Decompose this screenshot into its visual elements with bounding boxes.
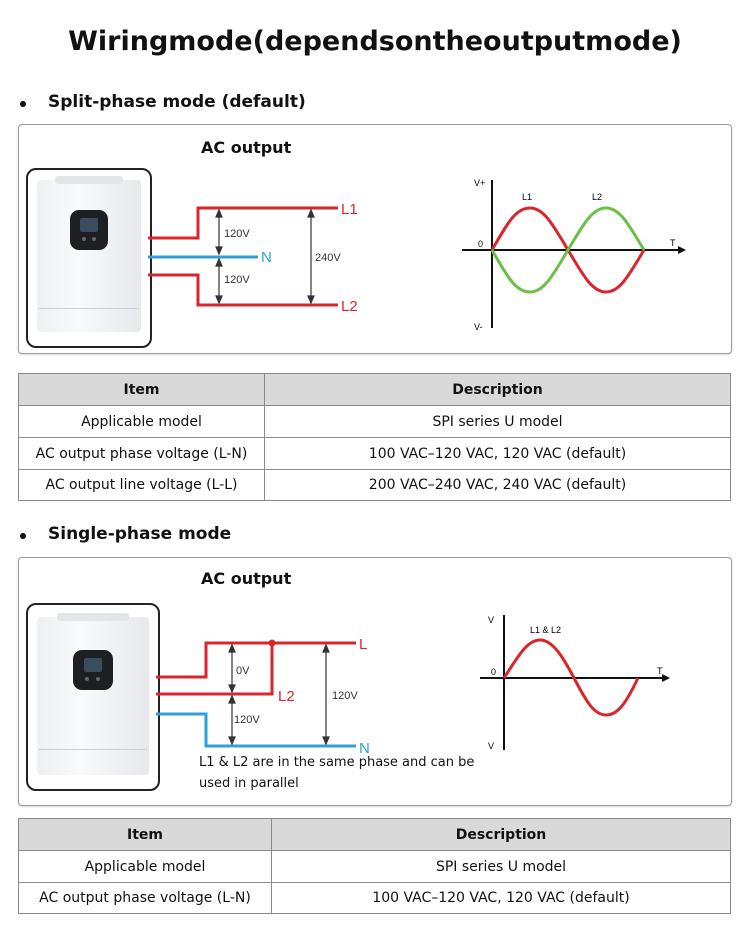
inverter-device-frame [26,603,160,791]
axis-label-v-minus: V- [474,322,483,332]
voltage-label-l-l2: 0V [236,665,250,677]
table-cell: AC output phase voltage (L-N) [18,882,272,914]
inverter-device-frame [26,168,152,348]
l-wire [156,641,356,679]
wave-label-l1: L1 [522,192,532,202]
ac-output-label: AC output [201,138,292,157]
l1-wire [148,206,338,240]
axis-label-t: T [670,238,676,248]
axis-label-v-plus: V+ [474,178,485,188]
single-phase-spec-table: Item Description Applicable model SPI se… [18,818,731,914]
wave-l2 [490,206,646,294]
parallel-note: L1 & L2 are in the same phase and can be… [199,755,475,791]
table-cell: 100 VAC–120 VAC, 120 VAC (default) [271,882,731,914]
table-header-description: Description [271,818,731,851]
single-phase-wiring-diagram: 0V 120V 120V L L2 N [156,636,370,755]
voltage-label-upper: 120V [224,228,250,240]
table-cell: SPI series U model [264,405,731,438]
section-heading-single-phase: Single-phase mode [20,524,420,546]
table-cell: 100 VAC–120 VAC, 120 VAC (default) [264,437,731,470]
line-label-l: L [359,636,367,653]
voltage-label-l2-n: 120V [234,714,260,726]
bullet-icon [20,533,26,539]
single-phase-waveform: V V 0 T L1 & L2 [480,615,670,751]
line-label-n: N [261,249,272,266]
voltage-label-lower: 120V [224,274,250,286]
wave-label-l1-l2: L1 & L2 [530,625,561,635]
ac-output-label: AC output [201,569,292,588]
junction-dot [268,639,276,647]
inverter-unit-image [37,176,141,332]
axis-label-v-plus: V [488,615,494,625]
table-cell: Applicable model [18,850,272,883]
table-row: AC output phase voltage (L-N) 100 VAC–12… [18,437,731,470]
page-title: Wiringmode(dependsontheoutputmode) [68,26,682,57]
bullet-icon [20,101,26,107]
table-cell: AC output phase voltage (L-N) [18,437,265,470]
axis-origin-label: 0 [478,239,483,249]
line-label-l2: L2 [278,688,295,705]
split-phase-wiring-diagram: 120V 120V 240V L1 N L2 [148,201,358,315]
table-row: Applicable model SPI series U model [18,405,731,438]
line-label-l1: L1 [341,201,358,218]
wave-l1-l2 [502,638,640,717]
table-cell: AC output line voltage (L-L) [18,469,265,501]
axis-origin-label: 0 [491,667,496,677]
split-phase-spec-table: Item Description Applicable model SPI se… [18,373,731,501]
axis-label-t: T [657,666,663,676]
table-row: AC output line voltage (L-L) 200 VAC–240… [18,469,731,501]
table-row: AC output phase voltage (L-N) 100 VAC–12… [18,882,731,914]
table-header-row: Item Description [18,818,731,851]
split-phase-waveform: V+ V- 0 T L1 L2 [462,178,686,332]
table-cell: 200 VAC–240 VAC, 240 VAC (default) [264,469,731,501]
voltage-label-l-n: 120V [332,690,358,702]
wave-label-l2: L2 [592,192,602,202]
l2-wire [148,273,338,307]
voltage-label-total: 240V [315,252,341,264]
inverter-display-icon [73,650,113,690]
line-label-l2: L2 [341,298,358,315]
section-heading-split-phase: Split-phase mode (default) [20,92,420,114]
table-cell: Applicable model [18,405,265,438]
line-label-n: N [359,740,370,755]
table-header-description: Description [264,373,731,406]
inverter-display-icon [70,210,108,250]
n-wire [156,712,356,748]
table-row: Applicable model SPI series U model [18,850,731,883]
axis-label-v-minus: V [488,741,494,751]
table-header-row: Item Description [18,373,731,406]
table-header-item: Item [18,818,272,851]
inverter-unit-image [37,613,149,775]
table-header-item: Item [18,373,265,406]
section-heading-text: Single-phase mode [48,524,232,544]
table-cell: SPI series U model [271,850,731,883]
section-heading-text: Split-phase mode (default) [48,92,306,112]
l2-wire [156,643,274,696]
